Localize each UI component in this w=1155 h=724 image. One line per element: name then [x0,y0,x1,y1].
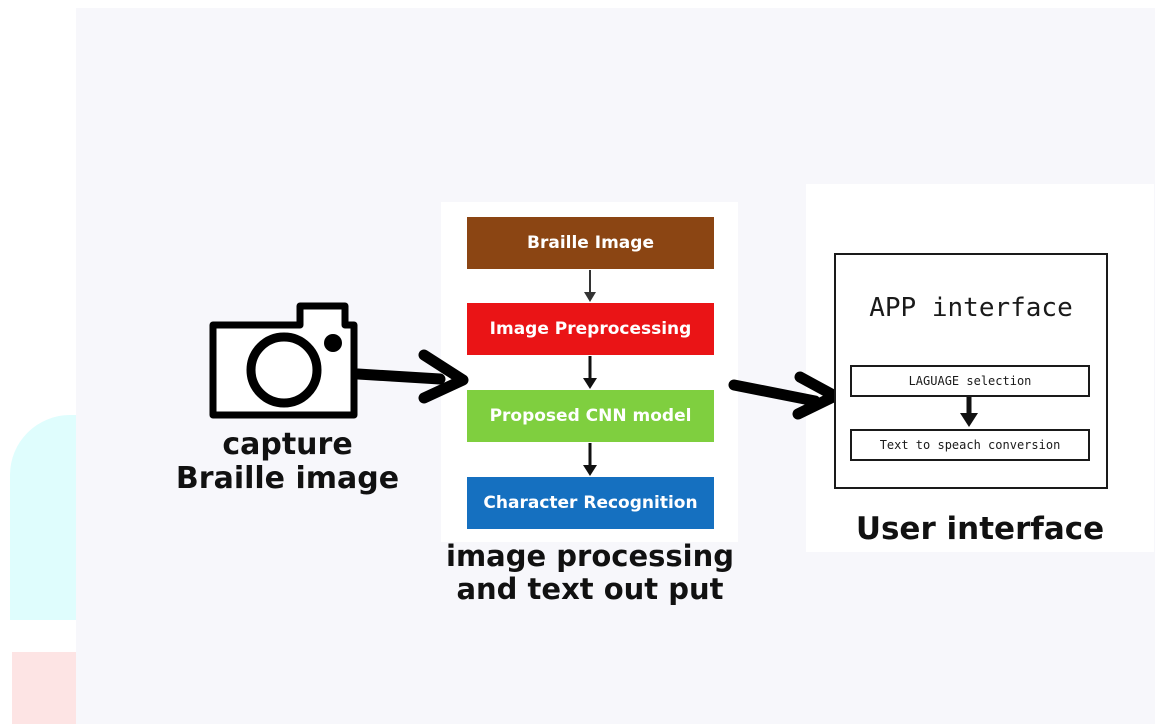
arrow-down-icon [960,397,978,427]
pipeline-caption: image processing and text out put [430,540,750,606]
camera-icon [209,302,358,419]
arrow-right-icon [352,349,469,404]
arrow-down-icon [584,270,596,302]
pipeline-step-braille-image: Braille Image [467,217,714,269]
arrow-down-icon [583,356,597,389]
app-interface-frame: APP interface LAGUAGE selection Text to … [834,253,1108,489]
app-interface-title: APP interface [869,293,1073,323]
pipeline-caption-line: and text out put [456,572,724,606]
pipeline-step-proposed-cnn-model: Proposed CNN model [467,390,714,442]
camera-caption-line: capture [222,427,353,462]
camera-caption: capture Braille image [150,428,425,496]
pipeline-caption-line: image processing [446,539,734,573]
text-to-speech-box: Text to speach conversion [850,429,1090,461]
pipeline-step-character-recognition: Character Recognition [467,477,714,529]
user-interface-caption: User interface [855,511,1105,547]
arrow-down-icon [583,443,597,476]
pipeline-step-image-preprocessing: Image Preprocessing [467,303,714,355]
language-selection-box: LAGUAGE selection [850,365,1090,397]
camera-caption-line: Braille image [175,461,400,496]
